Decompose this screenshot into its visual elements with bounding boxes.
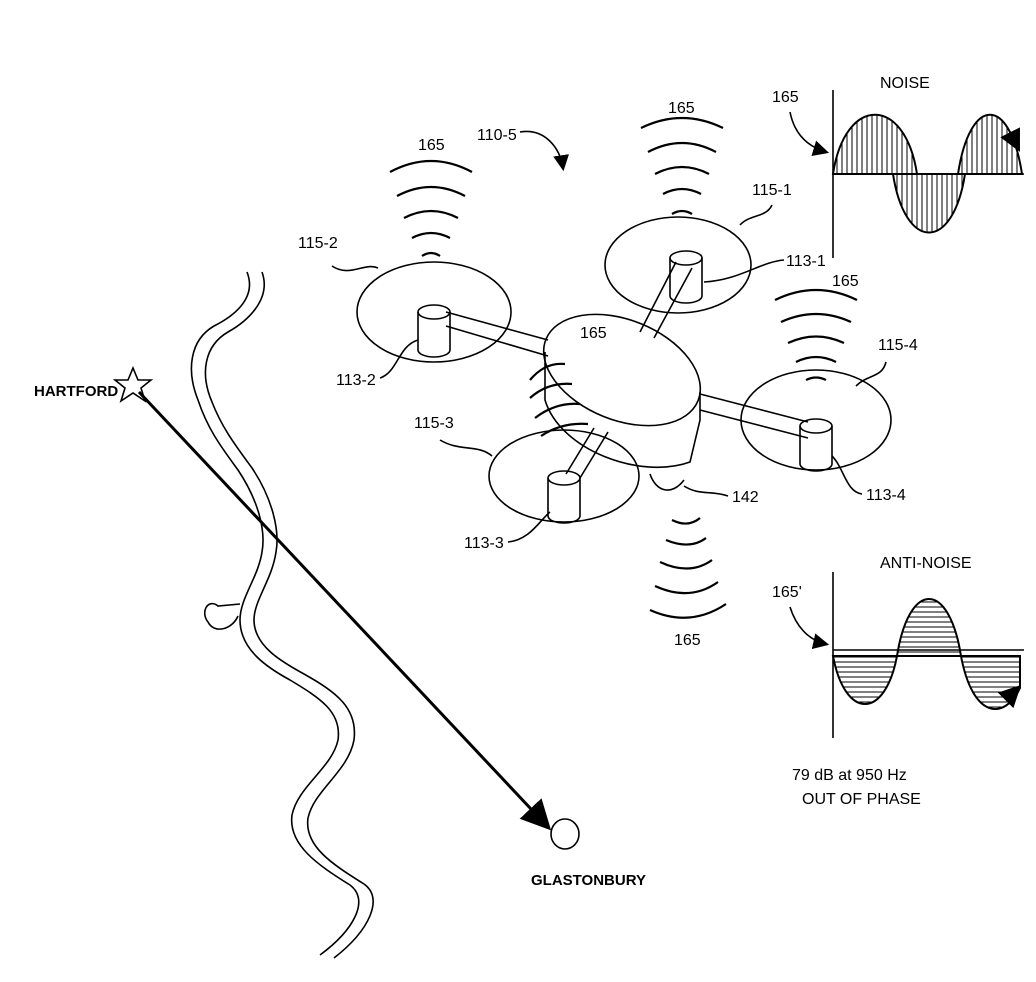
sound-label-115-2: 165 — [418, 137, 445, 154]
drone-label-110-5: 110-5 — [477, 127, 570, 172]
sound-waves-115-4 — [774, 288, 858, 381]
noise-plot: NOISE 165 — [772, 75, 1024, 258]
label-142: 142 — [683, 485, 759, 506]
sound-waves-115-2 — [389, 159, 473, 257]
motor-113-1 — [669, 250, 703, 304]
svg-text:113-1: 113-1 — [786, 253, 826, 270]
svg-text:110-5: 110-5 — [477, 127, 517, 144]
sound-label-115-4: 165 — [832, 273, 859, 290]
sound-label-115-1: 165 — [668, 100, 695, 117]
svg-text:115-1: 115-1 — [752, 182, 792, 199]
sound-waves-bottom — [649, 517, 727, 619]
star-icon — [112, 365, 154, 403]
anti-noise-caption-line2: OUT OF PHASE — [802, 791, 921, 808]
label-115-2: 115-2 — [298, 235, 379, 272]
svg-text:115-4: 115-4 — [878, 337, 918, 354]
flight-route-arrow — [137, 390, 552, 831]
drone-sensor — [649, 473, 685, 491]
noise-pointer-label: 165 — [772, 89, 799, 106]
label-113-1: 113-1 — [703, 253, 826, 283]
glastonbury-marker: GLASTONBURY — [531, 818, 646, 889]
motor-113-4 — [799, 418, 833, 472]
sound-waves-body — [529, 362, 589, 437]
label-115-4: 115-4 — [855, 337, 918, 387]
sound-label-bottom: 165 — [674, 632, 701, 649]
hartford-label: HARTFORD — [34, 383, 118, 400]
anti-noise-caption-line1: 79 dB at 950 Hz — [792, 767, 907, 784]
sound-label-body: 165 — [580, 325, 607, 342]
hartford-marker: HARTFORD — [34, 365, 154, 403]
label-113-3: 113-3 — [464, 511, 551, 552]
arm-4 — [699, 393, 809, 439]
svg-text:113-3: 113-3 — [464, 535, 504, 552]
propeller-disc-115-1 — [604, 216, 752, 314]
label-115-3: 115-3 — [414, 415, 493, 457]
glastonbury-label: GLASTONBURY — [531, 872, 646, 889]
drone — [356, 216, 892, 524]
label-113-2: 113-2 — [336, 339, 419, 389]
drone-top-cover — [542, 313, 702, 427]
motor-113-2 — [417, 304, 451, 358]
svg-text:142: 142 — [732, 489, 759, 506]
propeller-disc-115-2 — [356, 261, 512, 363]
motor-113-3 — [547, 470, 581, 524]
river — [190, 271, 374, 959]
svg-text:115-2: 115-2 — [298, 235, 338, 252]
sound-waves-115-1 — [640, 116, 724, 215]
svg-text:115-3: 115-3 — [414, 415, 454, 432]
drone-hull — [544, 352, 701, 469]
anti-noise-plot: ANTI-NOISE 165' 79 dB at 950 Hz OUT OF P… — [772, 555, 1024, 808]
arm-3 — [565, 427, 609, 479]
svg-text:113-2: 113-2 — [336, 372, 376, 389]
anti-noise-title: ANTI-NOISE — [880, 555, 972, 572]
label-115-1: 115-1 — [739, 182, 792, 226]
anti-noise-pointer-label: 165' — [772, 584, 802, 601]
propeller-disc-115-4 — [740, 369, 892, 471]
svg-text:113-4: 113-4 — [866, 487, 906, 504]
arm-2 — [445, 311, 549, 357]
noise-title: NOISE — [880, 75, 930, 92]
circle-icon — [550, 818, 580, 850]
label-113-4: 113-4 — [831, 455, 906, 504]
propeller-disc-115-3 — [488, 429, 640, 523]
